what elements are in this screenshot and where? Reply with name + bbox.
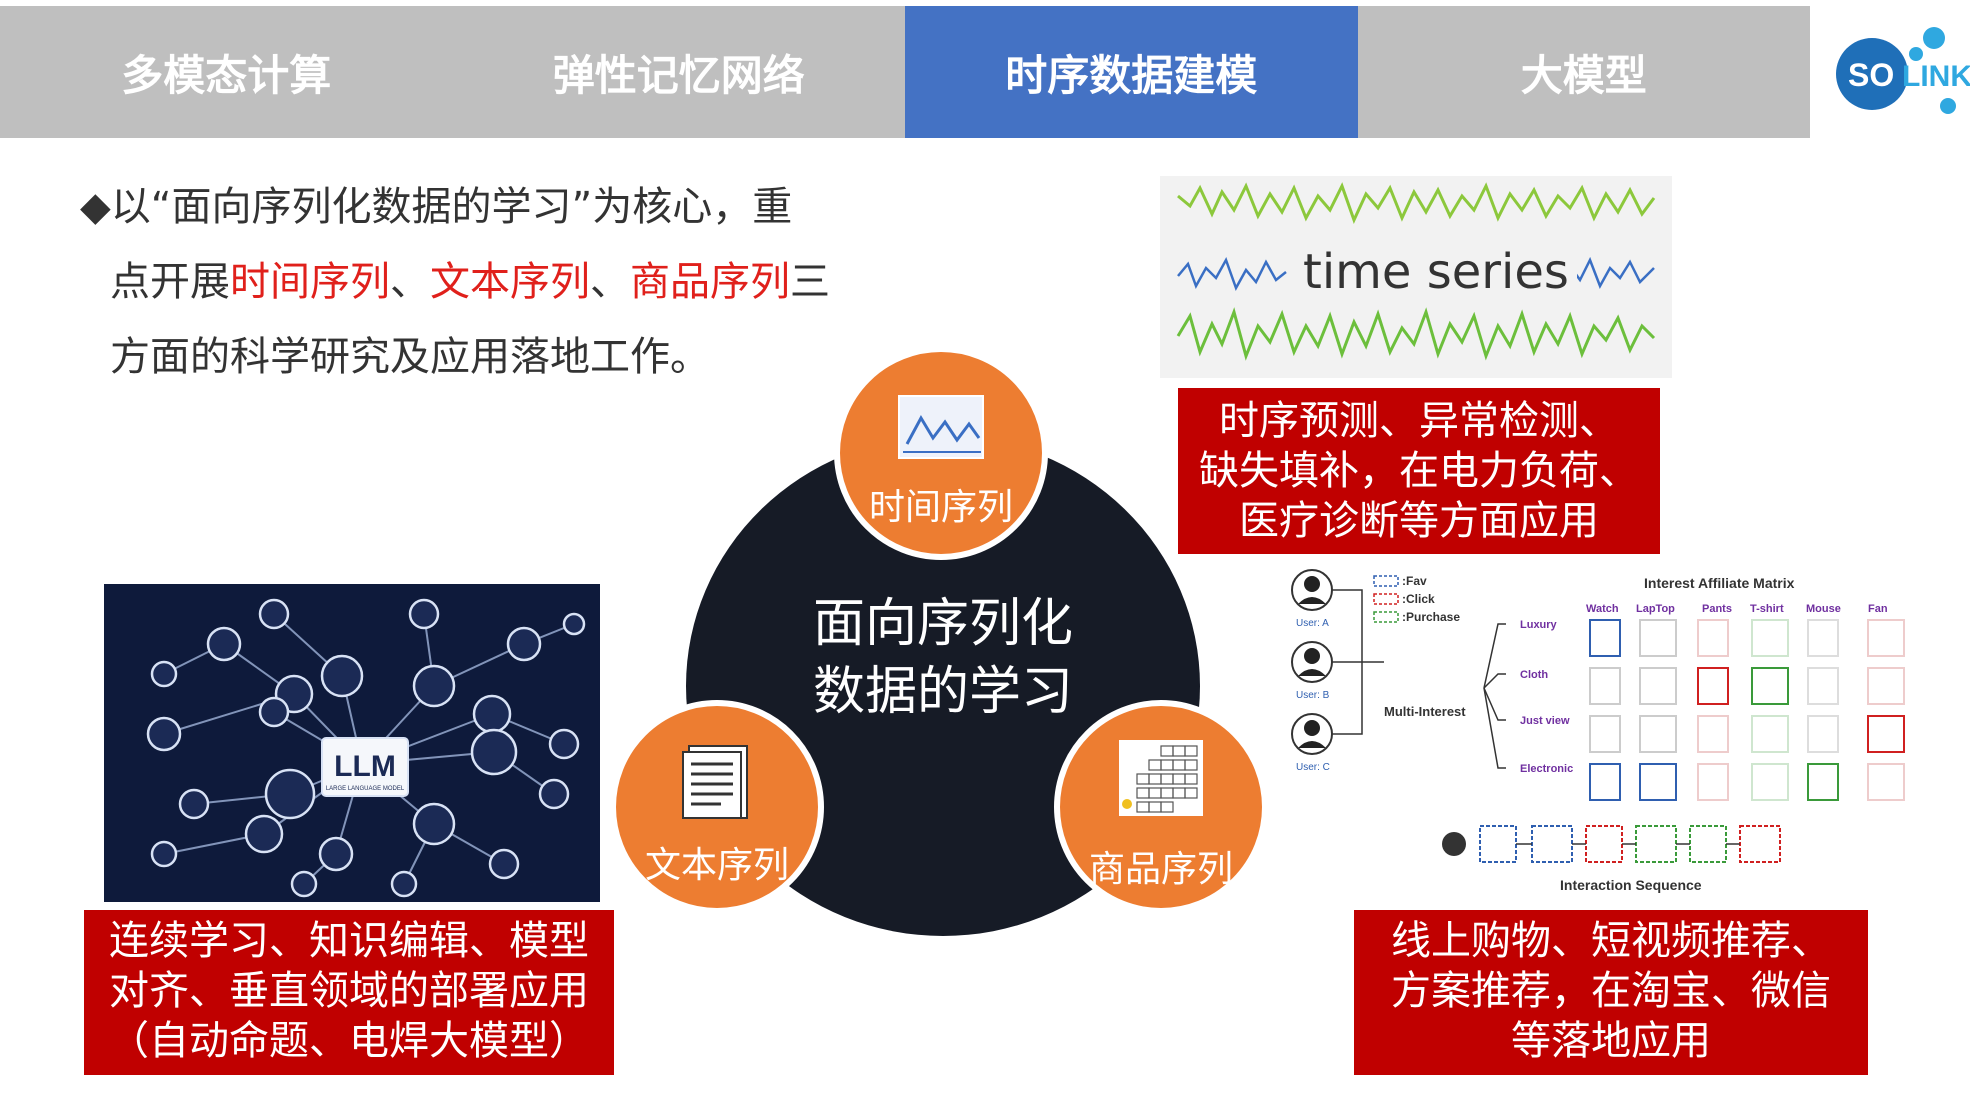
goods-applications-box: 线上购物、短视频推荐、 方案推荐，在淘宝、微信 等落地应用 — [1354, 910, 1868, 1075]
goods-box-line3: 等落地应用 — [1511, 1018, 1711, 1064]
col-laptop: LapTop — [1636, 603, 1675, 615]
llm-box-line1: 连续学习、知识编辑、模型 — [109, 918, 589, 964]
user-a-label: User: A — [1296, 618, 1329, 629]
matrix-cells — [1589, 619, 1905, 801]
intro-paragraph: ◆以“面向序列化数据的学习”为核心，重 点开展时间序列、文本序列、商品序列三 方… — [80, 170, 880, 395]
time-series-applications-box: 时序预测、异常检测、 缺失填补，在电力负荷、 医疗诊断等方面应用 — [1178, 388, 1660, 554]
intro-sep2: 、 — [590, 259, 630, 305]
intro-line2-post: 三 — [790, 259, 830, 305]
time-box-line2: 缺失填补，在电力负荷、 — [1199, 448, 1639, 494]
highlight-time-series: 时间序列 — [230, 259, 390, 305]
col-watch: Watch — [1586, 603, 1619, 615]
llm-applications-box: 连续学习、知识编辑、模型 对齐、垂直领域的部署应用 （自动命题、电焊大模型） — [84, 910, 614, 1075]
center-line1: 面向序列化 — [812, 594, 1073, 654]
highlight-text-series: 文本序列 — [430, 259, 590, 305]
orb-time-series: 时间序列 — [834, 346, 1048, 560]
llm-network-graph: LLM LARGE LANGUAGE MODEL — [146, 598, 586, 898]
intro-line2-pre: 点开展 — [110, 259, 230, 305]
interest-cloth: Cloth — [1520, 669, 1548, 681]
interest-just-view: Just view — [1520, 715, 1570, 727]
col-fan: Fan — [1868, 603, 1888, 615]
goods-box-line2: 方案推荐，在淘宝、微信 — [1391, 968, 1831, 1014]
interest-electronic: Electronic — [1520, 763, 1573, 775]
interest-matrix-svg: User: A User: B User: C :Fav :Click :Pur… — [1291, 569, 1905, 893]
sequence-label: Interaction Sequence — [1560, 877, 1702, 893]
legend-fav: :Fav — [1402, 574, 1427, 588]
center-line2: 数据的学习 — [812, 662, 1073, 722]
orb-text-label: 文本序列 — [644, 845, 789, 886]
orb-goods-series: 商品序列 — [1054, 700, 1268, 914]
intro-sep1: 、 — [390, 259, 430, 305]
interest-matrix-diagram: User: A User: B User: C :Fav :Click :Pur… — [1284, 564, 1914, 902]
time-series-caption: time series — [1295, 246, 1577, 298]
orb-text-series: 文本序列 — [610, 700, 824, 914]
document-icon — [682, 745, 748, 819]
tab-time-series[interactable]: 时序数据建模 — [905, 6, 1358, 138]
col-tshirt: T-shirt — [1750, 603, 1784, 615]
intro-line1: 以“面向序列化数据的学习”为核心，重 — [110, 184, 793, 230]
top-tab-bar: 多模态计算 弹性记忆网络 时序数据建模 大模型 — [0, 6, 1810, 138]
llm-box-line3: （自动命题、电焊大模型） — [109, 1018, 589, 1064]
col-mouse: Mouse — [1806, 603, 1841, 615]
tab-multimodal[interactable]: 多模态计算 — [121, 50, 332, 100]
llm-title: LLM — [334, 750, 396, 783]
orb-goods-label: 商品序列 — [1088, 849, 1233, 890]
intro-line3: 方面的科学研究及应用落地工作。 — [110, 334, 710, 380]
bullet-icon: ◆ — [80, 184, 111, 230]
solink-logo: SO LINK — [1836, 27, 1970, 114]
logo-text-link: LINK — [1902, 60, 1970, 93]
time-series-image: time series — [1160, 176, 1672, 378]
multi-interest-label: Multi-Interest — [1384, 704, 1466, 719]
user-icons — [1291, 569, 1333, 755]
grid-chart-icon — [1119, 740, 1203, 816]
llm-network-image: LLM LARGE LANGUAGE MODEL — [104, 584, 600, 902]
col-pants: Pants — [1702, 603, 1732, 615]
goods-box-line1: 线上购物、短视频推荐、 — [1391, 918, 1831, 964]
legend-purchase: :Purchase — [1402, 610, 1460, 624]
orb-time-label: 时间序列 — [868, 487, 1013, 528]
line-chart-icon — [898, 395, 984, 459]
time-box-line3: 医疗诊断等方面应用 — [1239, 498, 1599, 544]
matrix-title: Interest Affiliate Matrix — [1644, 575, 1795, 591]
time-box-line1: 时序预测、异常检测、 — [1219, 398, 1619, 444]
time-series-waves — [1176, 182, 1656, 361]
legend-click: :Click — [1402, 592, 1435, 606]
tab-large-model[interactable]: 大模型 — [1520, 50, 1647, 100]
user-b-label: User: B — [1296, 690, 1330, 701]
center-title: 面向序列化 数据的学习 — [686, 590, 1200, 726]
interest-luxury: Luxury — [1520, 619, 1558, 631]
llm-subtitle: LARGE LANGUAGE MODEL — [326, 786, 405, 792]
user-c-label: User: C — [1296, 762, 1330, 773]
highlight-goods-series: 商品序列 — [630, 259, 790, 305]
llm-box-line2: 对齐、垂直领域的部署应用 — [109, 968, 589, 1014]
tab-elastic-memory[interactable]: 弹性记忆网络 — [552, 50, 805, 100]
logo-text-so: SO — [1848, 57, 1894, 93]
